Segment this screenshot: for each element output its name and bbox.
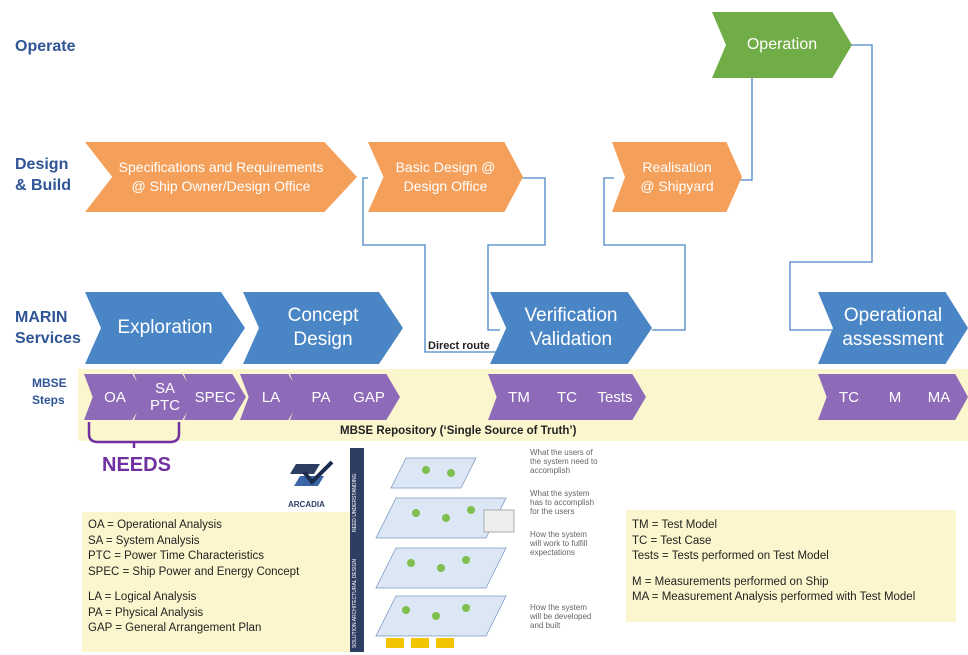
connector-basic-to-direct (362, 177, 500, 353)
arcadia-side-label-need: NEED UNDERSTANDING (352, 473, 358, 532)
legend-right-line: TC = Test Case (632, 534, 712, 547)
legend-left-line: PA = Physical Analysis (88, 606, 204, 619)
chevron-exploration: Exploration (85, 292, 245, 364)
direct-route-label: Direct route (428, 340, 490, 352)
arcadia-side-label-solution: SOLUTION ARCHITECTURAL DESIGN (352, 559, 358, 648)
chevron-concept-design: Concept Design (243, 292, 403, 364)
connector-verification-to-realisation (603, 177, 686, 331)
chevron-realisation: Realisation @ Shipyard (612, 142, 742, 212)
legend-left: OA = Operational Analysis SA = System Ana… (82, 512, 350, 652)
chevron-operational-assessment: Operational assessment (818, 292, 968, 364)
row-label-design-build: Design & Build (15, 156, 71, 194)
legend-left-line: GAP = General Arrangement Plan (88, 622, 262, 634)
arcadia-logo (290, 460, 334, 486)
row-label-marin-services: MARIN Services (15, 309, 81, 347)
arcadia-note-4: How the system will be developed and bui… (530, 603, 592, 630)
legend-right-line: M = Measurements performed on Ship (632, 575, 829, 588)
legend-right-line (632, 565, 950, 575)
step-spec: SPEC (184, 374, 246, 420)
chevron-operation: Operation (712, 12, 852, 78)
step-tests: Tests (584, 374, 646, 420)
arcadia-note-1: What the users of the system need to acc… (530, 448, 598, 475)
legend-left-line: SPEC = Ship Power and Energy Concept (88, 565, 300, 578)
needs-label: NEEDS (102, 454, 171, 476)
step-sa-ptc: SA PTC (134, 374, 196, 420)
step-la: LA (240, 374, 302, 420)
repository-label: MBSE Repository (‘Single Source of Truth… (340, 425, 577, 437)
step-oa: OA (84, 374, 146, 420)
legend-right-line: MA = Measurement Analysis performed with… (632, 591, 916, 603)
arcadia-side-bar (350, 448, 364, 652)
chevron-verification-validation: Verification Validation (490, 292, 652, 364)
legend-left-line: LA = Logical Analysis (88, 591, 197, 603)
row-label-mbse-steps: MBSE Steps (32, 376, 67, 407)
arcadia-note-2: What the system has to accomplish for th… (530, 489, 595, 516)
chevron-basic-design: Basic Design @ Design Office (368, 142, 523, 212)
legend-right-line: Tests = Tests performed on Test Model (632, 550, 829, 562)
step-gap: GAP (338, 374, 400, 420)
connector-operation-to-assessment (789, 44, 873, 331)
row-label-operate: Operate (15, 38, 76, 55)
needs-bracket (87, 422, 181, 448)
legend-left-line: OA = Operational Analysis (88, 519, 222, 531)
arcadia-layers-illustration (375, 457, 515, 648)
legend-right-line: TM = Test Model (632, 519, 718, 531)
chevron-spec-requirements: Specifications and Requirements @ Ship O… (85, 142, 357, 212)
connector-basic-to-verification (487, 177, 546, 331)
arcadia-logo-text: ARCADIA (288, 500, 325, 509)
step-ma: MA (910, 374, 968, 420)
arcadia-note-3: How the system will work to fulfill expe… (530, 530, 588, 557)
legend-left-line (88, 580, 344, 590)
legend-left-line: SA = System Analysis (88, 534, 200, 547)
legend-left-line: PTC = Power Time Characteristics (88, 550, 265, 562)
